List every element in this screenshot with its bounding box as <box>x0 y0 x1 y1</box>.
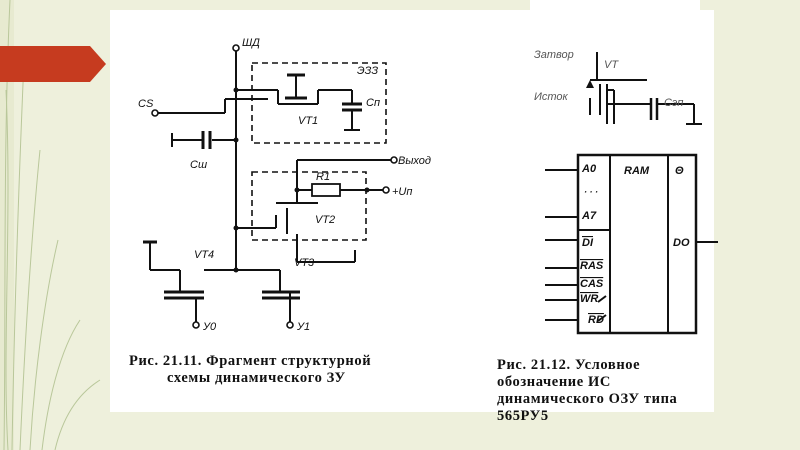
label-cp: Cп <box>366 97 380 109</box>
pin-cas: CAS <box>580 278 604 290</box>
label-ram: RAM <box>624 165 650 177</box>
pin-wr: WR <box>580 293 598 305</box>
red-arrow-icon <box>0 46 106 82</box>
caption-fig-21-12: Рис. 21.12. Условное обозначение ИС дина… <box>497 357 678 424</box>
label-vt1: VT1 <box>298 115 318 127</box>
label-vykhod: Выход <box>398 155 431 167</box>
label-r1: R1 <box>316 171 330 183</box>
left-decor-strip <box>0 0 14 450</box>
label-zatvor: Затвор <box>534 49 574 61</box>
label-vt2: VT2 <box>315 214 335 226</box>
slide-image <box>110 10 714 412</box>
label-ezz: ЭЗЗ <box>357 65 378 77</box>
caption-fig-21-11-line1: Рис. 21.11. Фрагмент структурной <box>129 353 372 369</box>
pin-ras: RAS <box>580 260 604 272</box>
label-cs: CS <box>138 98 154 110</box>
pin-a0: A0 <box>581 163 597 175</box>
top-white-bar <box>530 0 700 10</box>
label-y1: У1 <box>296 321 310 333</box>
caption-fig-21-11-line2: схемы динамического ЗУ <box>167 370 346 386</box>
pin-do: DO <box>673 237 690 249</box>
caption-fig-21-11: Рис. 21.11. Фрагмент структурной схемы д… <box>129 353 459 387</box>
pin-dots: · · · <box>584 187 598 197</box>
label-vt3: VT3 <box>294 257 315 269</box>
label-istok: Исток <box>534 91 569 103</box>
pin-rd: RD <box>588 314 604 326</box>
label-vt: VT <box>604 59 619 71</box>
label-shd: ШД <box>242 37 260 49</box>
label-up: +Uп <box>392 186 412 198</box>
label-theta: Θ <box>675 165 684 177</box>
pin-a7: A7 <box>581 210 597 222</box>
label-vt4: VT4 <box>194 249 214 261</box>
label-cep: Cэп <box>664 97 683 109</box>
label-csh: Cш <box>190 159 207 171</box>
pin-di: DI <box>582 237 594 249</box>
label-y0: У0 <box>202 321 217 333</box>
